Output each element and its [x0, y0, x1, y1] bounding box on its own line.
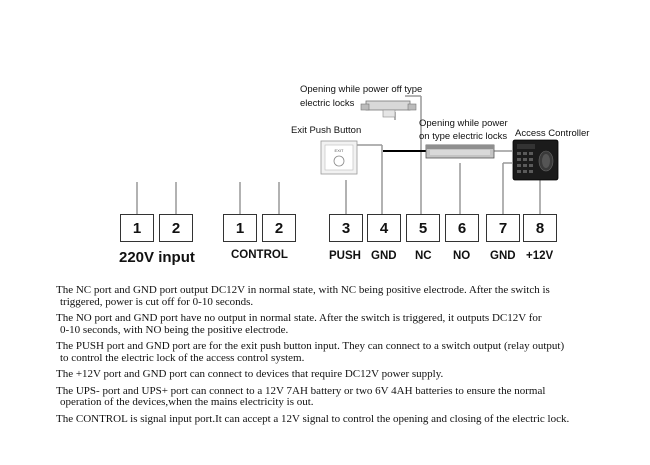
- port-label-12v: +12V: [526, 250, 554, 262]
- port-label-nc: NC: [415, 250, 432, 262]
- access-controller-caption: Access Controller: [515, 128, 590, 139]
- power-on-lock-caption-line1: Opening while power: [419, 118, 508, 129]
- power-off-lock-icon: [360, 100, 417, 118]
- note-line: The UPS- port and UPS+ port can connect …: [56, 384, 546, 397]
- terminal-box: 8: [523, 214, 557, 242]
- port-label-gnd-7: GND: [490, 250, 516, 262]
- terminal-box: 2: [159, 214, 193, 242]
- terminal-box: 6: [445, 214, 479, 242]
- power-off-lock-caption: Opening while power off type electric lo…: [300, 84, 422, 110]
- port-label-push: PUSH: [329, 250, 361, 262]
- terminal-box: 1: [223, 214, 257, 242]
- note-item: The CONTROL is signal input port.It can …: [56, 412, 616, 426]
- port-label-gnd-4: GND: [371, 250, 397, 262]
- power-off-lock-caption-line2: electric locks: [300, 98, 355, 109]
- notes-block: The NC port and GND port output DC12V in…: [56, 284, 616, 430]
- note-line: 0-10 seconds, with NO being the positive…: [60, 323, 289, 336]
- group-label-control: CONTROL: [231, 249, 288, 261]
- exit-button-caption: Exit Push Button: [291, 125, 362, 136]
- terminal-box: 4: [367, 214, 401, 242]
- power-on-lock-caption: Opening while power on type electric loc…: [419, 118, 508, 143]
- note-line: triggered, power is cut off for 0-10 sec…: [60, 295, 254, 308]
- exit-button-face-text: EXIT: [335, 148, 344, 153]
- terminal-box: 7: [486, 214, 520, 242]
- note-line: The NO port and GND port have no output …: [56, 312, 542, 324]
- note-line: to control the electric lock of the acce…: [60, 351, 305, 364]
- power-on-lock-caption-line2: on type electric locks: [419, 131, 508, 142]
- note-line: The +12V port and GND port can connect t…: [56, 368, 444, 380]
- note-item: The +12V port and GND port can connect t…: [56, 368, 616, 381]
- port-label-no: NO: [453, 250, 471, 262]
- note-line: operation of the devices,when the mains …: [60, 396, 314, 408]
- exit-button-icon: EXIT: [320, 140, 358, 175]
- power-off-lock-caption-line1: Opening while power off type: [300, 84, 423, 95]
- note-item: The PUSH port and GND port are for the e…: [56, 340, 616, 364]
- note-item: The UPS- port and UPS+ port can connect …: [56, 384, 616, 409]
- group-label-220v: 220V input: [119, 249, 195, 266]
- note-line: The NC port and GND port output DC12V in…: [56, 284, 550, 296]
- terminal-box: 5: [406, 214, 440, 242]
- note-line: The PUSH port and GND port are for the e…: [56, 340, 565, 352]
- terminal-box: 2: [262, 214, 296, 242]
- power-on-lock-icon: [425, 144, 495, 159]
- note-item: The NC port and GND port output DC12V in…: [56, 284, 616, 308]
- note-line: The CONTROL is signal input port.It can …: [56, 412, 570, 425]
- terminal-box: 3: [329, 214, 363, 242]
- terminal-box: 1: [120, 214, 154, 242]
- note-item: The NO port and GND port have no output …: [56, 312, 616, 336]
- access-controller-icon: [512, 139, 559, 181]
